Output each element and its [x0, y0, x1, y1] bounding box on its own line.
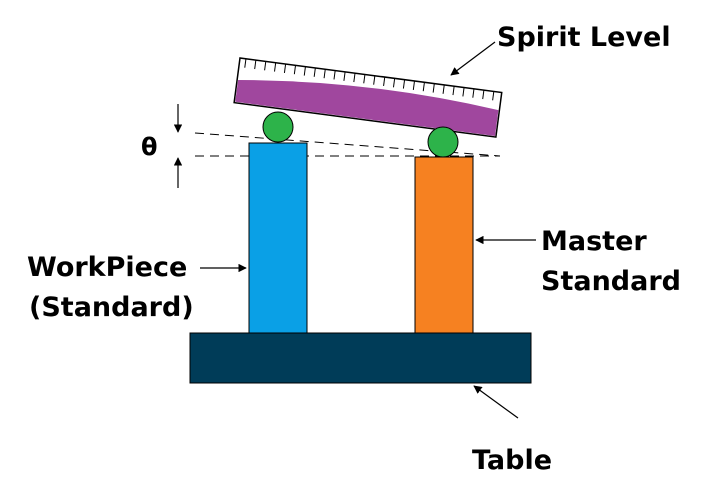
workpiece-ball: [262, 111, 294, 143]
spirit-level-label: Spirit Level: [497, 22, 671, 53]
table-block: [189, 332, 532, 384]
dashed-line-level: [194, 132, 501, 157]
master-standard-column: [414, 156, 474, 334]
spirit-level-graduations: [244, 58, 495, 101]
master-label-line2: Standard: [541, 266, 681, 297]
table-label: Table: [472, 445, 552, 476]
master-ball: [427, 126, 459, 158]
workpiece-label-line2: (Standard): [29, 292, 194, 323]
spirit-level-bubble-fill: [235, 79, 499, 136]
spirit-level-pointer-arrow: [450, 41, 496, 76]
spirit-level: [233, 57, 503, 138]
theta-label: θ: [141, 133, 158, 161]
master-label-line1: Master: [541, 226, 647, 257]
workpiece-label-line1: WorkPiece: [27, 252, 187, 283]
workpiece-column: [248, 142, 308, 334]
table-pointer-arrow: [473, 385, 519, 419]
